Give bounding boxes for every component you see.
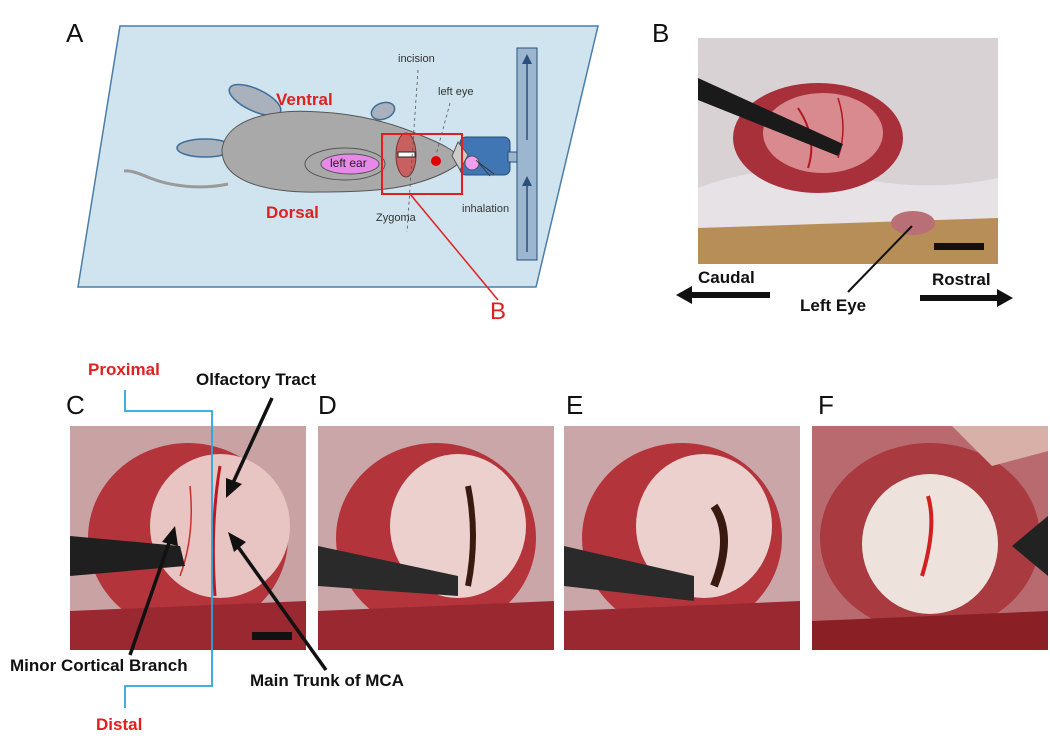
left-eye-photo-label: Left Eye (800, 296, 867, 315)
ear-top-right (370, 101, 396, 121)
nose-tip (451, 141, 469, 172)
panel-label-e: E (566, 390, 584, 420)
surgical-setup-diagram (77, 25, 599, 301)
minor-cortical-branch-label: Minor Cortical Branch (10, 656, 188, 675)
inhalation-label: inhalation (462, 203, 510, 215)
eye-dot (431, 156, 441, 166)
dorsal-label: Dorsal (266, 203, 319, 222)
main-trunk-label: Main Trunk of MCA (250, 671, 404, 690)
left-eye-label: left eye (438, 86, 474, 98)
panel-label-b: B (652, 18, 670, 48)
left-ear-fill (320, 153, 380, 175)
photo-d (318, 426, 554, 650)
mouse-tail (123, 169, 229, 189)
rostral-label: Rostral (932, 270, 991, 289)
photo-f (812, 426, 1048, 650)
photo-b (698, 38, 998, 264)
ventral-label: Ventral (276, 90, 333, 109)
left-ear-label: left ear (330, 156, 367, 170)
photo-e (564, 426, 800, 650)
caudal-arrow (676, 286, 770, 304)
proximal-label: Proximal (88, 360, 160, 379)
incision-label: incision (398, 53, 435, 65)
proximal-distal-guide (124, 390, 213, 708)
panel-c-arrows (128, 397, 328, 672)
panel-label-a: A (66, 18, 84, 48)
photo-c (70, 426, 306, 650)
panel-label-c: C (66, 390, 85, 420)
olfactory-tract-label: Olfactory Tract (196, 370, 316, 389)
rostral-arrow (920, 289, 1013, 307)
zygoma-label: Zygoma (376, 212, 416, 224)
incision-bar (397, 151, 416, 158)
distal-label: Distal (96, 715, 143, 734)
panel-label-f: F (818, 390, 834, 420)
nose-pink (464, 155, 480, 171)
callout-box (381, 133, 463, 195)
left-eye-pointer (847, 225, 913, 293)
panel-label-d: D (318, 390, 337, 420)
callout-label: B (490, 298, 507, 325)
caudal-label: Caudal (698, 268, 755, 287)
stereotaxic-bar (516, 47, 538, 261)
left-ear-outline (304, 147, 386, 181)
callout-line (409, 193, 499, 301)
